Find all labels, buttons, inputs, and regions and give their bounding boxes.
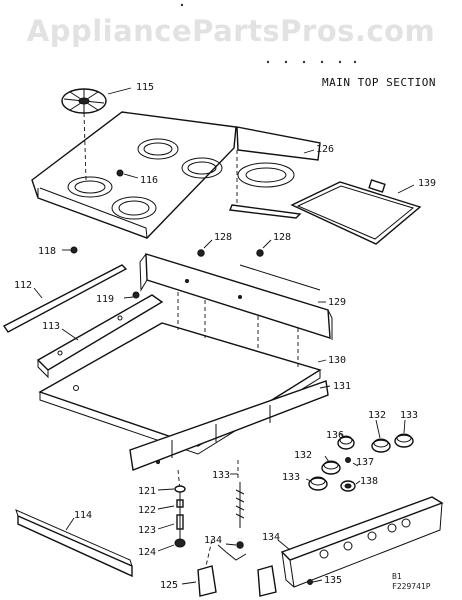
screw-135[interactable] [307, 579, 313, 585]
callout-133-center: 133 [212, 470, 230, 481]
knob-132-right[interactable] [371, 438, 391, 453]
callout-128-left: 128 [214, 232, 232, 243]
callout-125: 125 [160, 580, 178, 591]
callout-129: 129 [328, 297, 346, 308]
knob-132-left[interactable] [321, 460, 341, 475]
diagram-code-line-1: B1 [392, 572, 402, 581]
callout-122: 122 [138, 505, 156, 516]
knob-138[interactable] [340, 480, 356, 492]
trim-strip-112[interactable] [2, 264, 128, 333]
bracket-125-right[interactable] [257, 565, 277, 597]
callout-132-top: 132 [368, 410, 386, 421]
knob-133-left[interactable] [308, 476, 328, 491]
callout-132-mid: 132 [294, 450, 312, 461]
screw-119[interactable] [132, 291, 140, 299]
callout-135: 135 [324, 575, 342, 586]
callout-116: 116 [140, 175, 158, 186]
callout-113: 113 [42, 321, 60, 332]
scan-dots [180, 3, 357, 64]
callout-138: 138 [360, 476, 378, 487]
callout-128-right: 128 [273, 232, 291, 243]
callout-126: 126 [316, 144, 334, 155]
callout-115: 115 [136, 82, 154, 93]
callout-121: 121 [138, 486, 156, 497]
knob-136[interactable] [337, 435, 355, 450]
callout-130: 130 [328, 355, 346, 366]
frame-129[interactable] [139, 253, 333, 340]
control-panel-134[interactable] [280, 496, 444, 588]
section-title: MAIN TOP SECTION [322, 76, 436, 89]
panel-131[interactable] [129, 380, 329, 471]
clip-134[interactable] [225, 551, 247, 561]
diagram-code-line-2: F229741P [392, 582, 431, 591]
glass-panel-139[interactable] [290, 179, 422, 245]
main-top[interactable] [31, 111, 237, 239]
callout-136: 136 [326, 430, 344, 441]
screw-118[interactable] [70, 246, 78, 254]
rail-113[interactable] [36, 294, 164, 379]
valve-stack[interactable] [174, 485, 186, 548]
clip-137[interactable] [345, 457, 351, 463]
callout-131: 131 [333, 381, 351, 392]
bracket-125-left[interactable] [197, 565, 217, 597]
clip-128-left[interactable] [197, 249, 205, 257]
clip-128-right[interactable] [256, 249, 264, 257]
screw-116[interactable] [116, 169, 124, 177]
callout-123: 123 [138, 525, 156, 536]
spring-133[interactable] [235, 482, 245, 549]
diagram-code: B1 F229741P [392, 572, 431, 592]
callout-133-mid: 133 [282, 472, 300, 483]
callout-124: 124 [138, 547, 156, 558]
callout-139: 139 [418, 178, 436, 189]
callout-134-right: 134 [262, 532, 280, 543]
callout-118: 118 [38, 246, 56, 257]
watermark: AppliancePartsPros.com [26, 14, 436, 48]
bracket-114[interactable] [15, 509, 133, 578]
knob-133-right[interactable] [394, 433, 414, 448]
callout-112: 112 [14, 280, 32, 291]
callout-119: 119 [96, 294, 114, 305]
surface-element[interactable] [61, 88, 107, 114]
callout-137: 137 [356, 457, 374, 468]
callout-114: 114 [74, 510, 92, 521]
callout-134-left: 134 [204, 535, 222, 546]
callout-133-top: 133 [400, 410, 418, 421]
drip-strip-126[interactable] [229, 126, 321, 219]
tray-130[interactable] [38, 322, 322, 455]
